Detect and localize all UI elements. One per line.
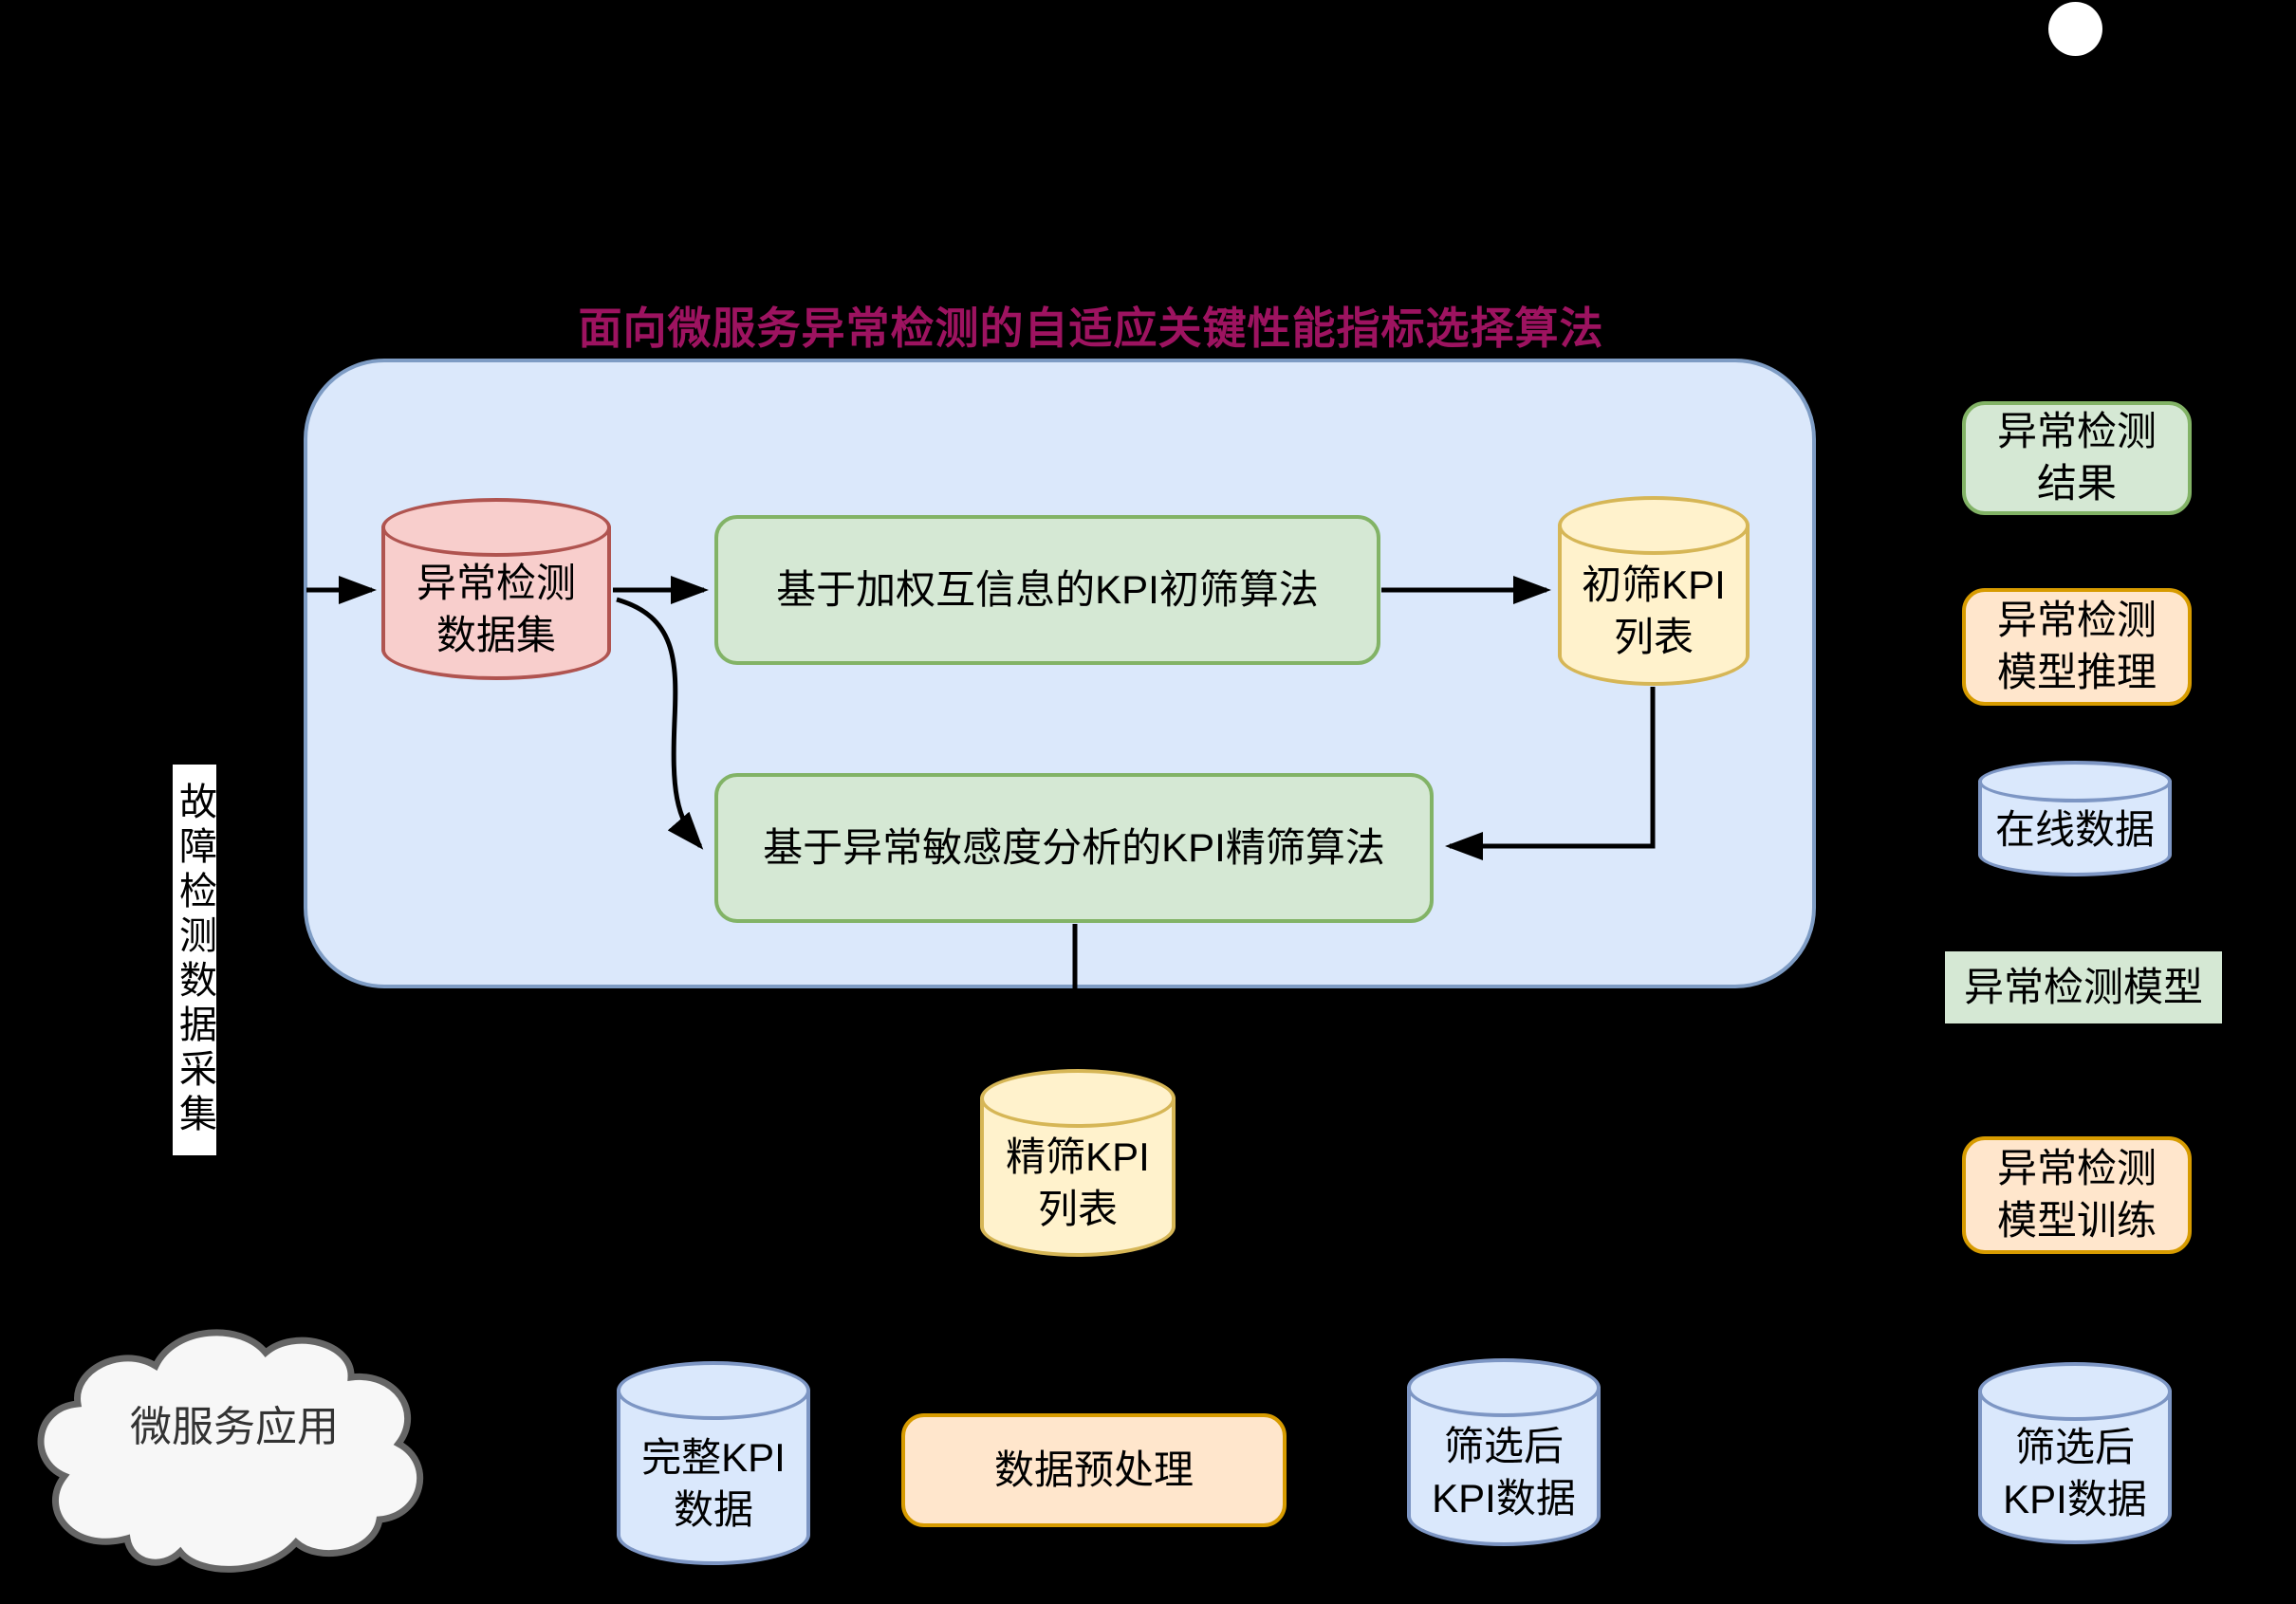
fault-data-collection-label: 故障检测数据采集 bbox=[173, 765, 216, 1155]
microservice-cloud: 微服务应用 bbox=[21, 1318, 448, 1599]
fine-screening-algo-label: 基于异常敏感度分析的KPI精筛算法 bbox=[763, 824, 1385, 870]
coarse-kpi-list-label: 初筛KPI 列表 bbox=[1582, 562, 1726, 659]
model-training-label: 异常检测 模型训练 bbox=[1996, 1146, 2157, 1243]
cylinder-top-ellipse bbox=[1978, 761, 2172, 802]
full-kpi-data-cylinder: 完整KPI 数据 bbox=[617, 1361, 810, 1565]
detection-result-box: 异常检测 结果 bbox=[1962, 401, 2192, 515]
filtered-kpi-data-right-label: 筛选后 KPI数据 bbox=[2003, 1425, 2147, 1521]
coarse-kpi-list-cylinder: 初筛KPI 列表 bbox=[1558, 496, 1750, 686]
cloud-shape bbox=[37, 1329, 424, 1573]
preprocess-box: 数据预处理 bbox=[901, 1413, 1287, 1527]
fine-kpi-list-label: 精筛KPI 列表 bbox=[1006, 1134, 1150, 1231]
white-dot bbox=[2048, 2, 2102, 56]
detection-model-label: 异常检测模型 bbox=[1963, 964, 2203, 1009]
model-inference-box: 异常检测 模型推理 bbox=[1962, 588, 2192, 706]
microservice-cloud-label: 微服务应用 bbox=[130, 1404, 339, 1450]
cylinder-top-ellipse bbox=[617, 1361, 810, 1420]
cylinder-top-ellipse bbox=[1558, 496, 1750, 555]
diagram-title: 面向微服务异常检测的自适应关键性能指标选择算法 bbox=[578, 304, 1604, 353]
full-kpi-data-label: 完整KPI 数据 bbox=[641, 1434, 786, 1532]
coarse-screening-algo-label: 基于加权互信息的KPI初筛算法 bbox=[776, 566, 1319, 612]
cylinder-top-ellipse bbox=[980, 1069, 1176, 1128]
online-data-cylinder: 在线数据 bbox=[1978, 761, 2172, 876]
anomaly-dataset-label: 异常检测 数据集 bbox=[416, 561, 576, 657]
coarse-screening-algo-box: 基于加权互信息的KPI初筛算法 bbox=[714, 515, 1380, 665]
cylinder-top-ellipse bbox=[1407, 1358, 1601, 1417]
online-data-label: 在线数据 bbox=[1994, 806, 2155, 852]
preprocess-label: 数据预处理 bbox=[993, 1447, 1194, 1492]
fine-screening-algo-box: 基于异常敏感度分析的KPI精筛算法 bbox=[714, 773, 1434, 923]
anomaly-dataset-cylinder: 异常检测 数据集 bbox=[381, 498, 611, 680]
detection-model-box: 异常检测模型 bbox=[1945, 951, 2222, 1023]
model-training-box: 异常检测 模型训练 bbox=[1962, 1136, 2192, 1254]
fine-kpi-list-cylinder: 精筛KPI 列表 bbox=[980, 1069, 1176, 1257]
cylinder-top-ellipse bbox=[381, 498, 611, 557]
model-inference-label: 异常检测 模型推理 bbox=[1996, 598, 2157, 694]
cylinder-top-ellipse bbox=[1978, 1362, 2172, 1421]
filtered-kpi-data-label: 筛选后 KPI数据 bbox=[1432, 1424, 1576, 1521]
detection-result-label: 异常检测 结果 bbox=[1996, 409, 2157, 506]
filtered-kpi-data-cylinder-right: 筛选后 KPI数据 bbox=[1978, 1362, 2172, 1544]
filtered-kpi-data-cylinder-mid: 筛选后 KPI数据 bbox=[1407, 1358, 1601, 1546]
